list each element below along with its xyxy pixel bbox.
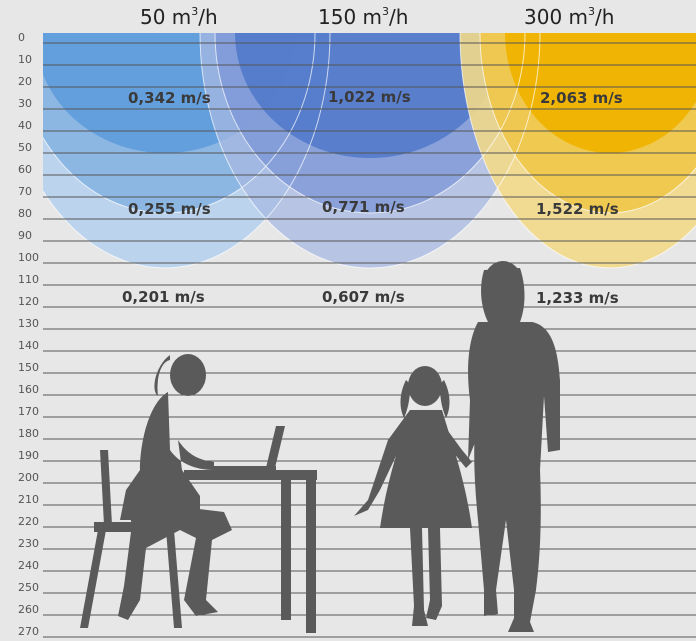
level-label: 220 (18, 515, 39, 528)
level-label: 0 (18, 31, 25, 44)
height-grid (43, 42, 696, 638)
level-label: 190 (18, 449, 39, 462)
level-label: 150 (18, 361, 39, 374)
level-label: 160 (18, 383, 39, 396)
level-label: 230 (18, 537, 39, 550)
level-label: 210 (18, 493, 39, 506)
level-label: 110 (18, 273, 39, 286)
level-label: 250 (18, 581, 39, 594)
velocity-150-mid: 0,771 m/s (322, 198, 405, 216)
level-label: 170 (18, 405, 39, 418)
zone-outlines (43, 33, 696, 269)
velocity-300-near: 2,063 m/s (540, 89, 623, 107)
level-label: 180 (18, 427, 39, 440)
level-label: 60 (18, 163, 32, 176)
standing-woman-icon (468, 261, 560, 632)
level-label: 240 (18, 559, 39, 572)
level-label: 100 (18, 251, 39, 264)
level-label: 70 (18, 185, 32, 198)
level-label: 270 (18, 625, 39, 638)
child-icon (354, 366, 472, 626)
level-label: 80 (18, 207, 32, 220)
level-label: 10 (18, 53, 32, 66)
level-label: 90 (18, 229, 32, 242)
velocity-50-mid: 0,255 m/s (128, 200, 211, 218)
level-label: 130 (18, 317, 39, 330)
level-label: 200 (18, 471, 39, 484)
level-label: 20 (18, 75, 32, 88)
flow-header-50: 50 m3/h (140, 5, 218, 29)
velocity-300-far: 1,233 m/s (536, 289, 619, 307)
level-label: 260 (18, 603, 39, 616)
level-label: 120 (18, 295, 39, 308)
velocity-150-far: 0,607 m/s (322, 288, 405, 306)
height-scale: 0 10 20 30 40 50 60 70 80 90 100 110 120 130 140 150 160… (18, 31, 39, 638)
level-label: 140 (18, 339, 39, 352)
velocity-300-mid: 1,522 m/s (536, 200, 619, 218)
level-label: 40 (18, 119, 32, 132)
seated-woman-icon (118, 354, 232, 620)
air-throw-zones (43, 33, 696, 269)
velocity-150-near: 1,022 m/s (328, 88, 411, 106)
level-label: 30 (18, 97, 32, 110)
level-label: 50 (18, 141, 32, 154)
flow-header-300: 300 m3/h (524, 5, 614, 29)
silhouettes (80, 261, 560, 633)
desk-icon (184, 426, 317, 633)
velocity-50-near: 0,342 m/s (128, 89, 211, 107)
zone-150 (200, 33, 540, 268)
flow-header-150: 150 m3/h (318, 5, 408, 29)
zone-300 (460, 33, 696, 268)
velocity-50-far: 0,201 m/s (122, 288, 205, 306)
